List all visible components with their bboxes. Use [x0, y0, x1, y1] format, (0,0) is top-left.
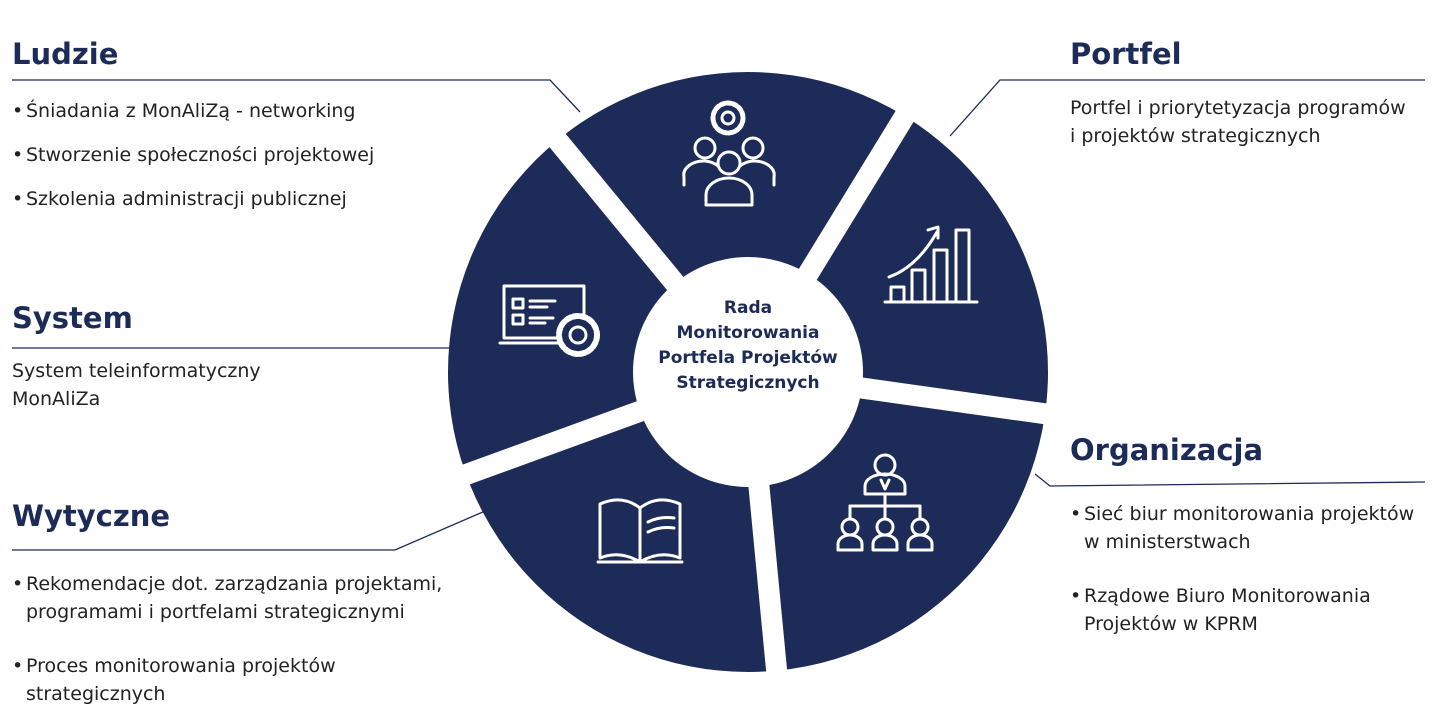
list-item: Stworzenie społeczności projektowej [12, 141, 374, 169]
org-chart-icon [836, 453, 934, 552]
list-item: Szkolenia administracji publicznej [12, 185, 374, 213]
list-item: Rekomendacje dot. zarządzania projektami… [12, 570, 442, 626]
organizacja-list: Sieć biur monitorowania projektów w mini… [1070, 500, 1414, 638]
list-item-line: strategicznych [26, 683, 166, 705]
center-line: Strategicznych [676, 373, 820, 393]
list-item: Proces monitorowania projektów strategic… [12, 652, 442, 708]
connector-wytyczne [12, 507, 493, 551]
list-item-line: Rządowe Biuro Monitorowania [1084, 585, 1371, 607]
open-book-icon [596, 498, 684, 564]
portfel-title: Portfel [1070, 37, 1182, 71]
list-item-line: Proces monitorowania projektów [26, 655, 336, 677]
ludzie-title: Ludzie [12, 37, 119, 71]
screen-gear-icon [498, 284, 600, 357]
list-item-line: Sieć biur monitorowania projektów [1084, 503, 1415, 525]
system-text-line: System teleinformatyczny [12, 360, 261, 382]
list-item: Rządowe Biuro Monitorowania Projektów w … [1070, 582, 1414, 638]
organizacja-title: Organizacja [1070, 433, 1264, 467]
portfel-text-line: i projektów strategicznych [1070, 125, 1321, 147]
portfel-text-line: Portfel i priorytetyzacja programów [1070, 97, 1406, 119]
list-item-line: Rekomendacje dot. zarządzania projektami… [26, 573, 443, 595]
people-gear-icon [682, 100, 776, 207]
center-line: Rada [723, 298, 773, 318]
bar-chart-growth-icon [883, 225, 979, 304]
connector-portfel [949, 79, 1425, 137]
system-title: System [12, 301, 133, 335]
portfel-text: Portfel i priorytetyzacja programów i pr… [1070, 94, 1406, 150]
wytyczne-list: Rekomendacje dot. zarządzania projektami… [12, 570, 442, 708]
ring [447, 72, 1077, 708]
center-line: Portfela Projektów [658, 348, 838, 368]
connector-organizacja [1034, 473, 1426, 487]
system-text: System teleinformatyczny MonAliZa [12, 357, 261, 413]
center-circle [633, 257, 863, 487]
center-label: Rada Monitorowania Portfela Projektów St… [640, 296, 856, 396]
list-item-line: Projektów w KPRM [1084, 613, 1258, 635]
list-item-line: w ministerstwach [1084, 531, 1251, 553]
list-item-line: programami i portfelami strategicznymi [26, 601, 405, 623]
ludzie-list: Śniadania z MonAliZą - networking Stworz… [12, 97, 374, 213]
system-text-line: MonAliZa [12, 388, 101, 410]
center-line: Monitorowania [676, 323, 820, 343]
wytyczne-title: Wytyczne [12, 499, 171, 533]
list-item: Sieć biur monitorowania projektów w mini… [1070, 500, 1414, 556]
list-item: Śniadania z MonAliZą - networking [12, 97, 374, 125]
connector-ludzie [12, 79, 581, 113]
